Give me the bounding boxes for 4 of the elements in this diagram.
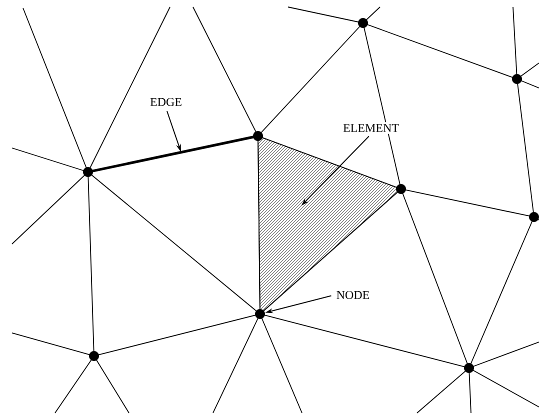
label-text: NODE — [334, 288, 372, 302]
label-text: ELEMENT — [341, 122, 401, 134]
label-text: EDGE — [148, 96, 184, 108]
node-dot — [255, 309, 265, 319]
